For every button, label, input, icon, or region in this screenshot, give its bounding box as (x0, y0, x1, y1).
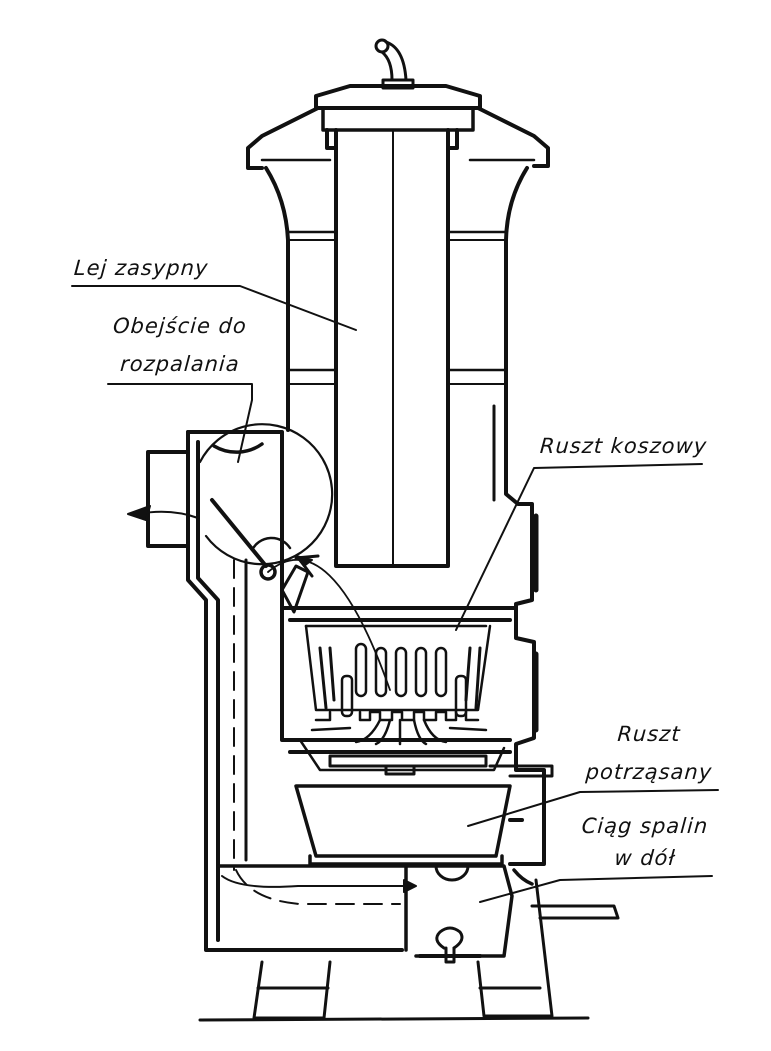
label-ciag-spalin-line2: w dół (613, 846, 677, 870)
label-ciag-spalin-line1: Ciąg spalin (580, 814, 710, 838)
combustion-chamber (280, 606, 518, 754)
label-obejscie-line1: Obejście do (112, 314, 248, 338)
lid-handle (374, 38, 415, 90)
outer-casing (264, 166, 546, 866)
leader-obejscie (107, 383, 253, 463)
downdraft-channel (216, 864, 534, 958)
label-ruszt-potrzasany-line1: Ruszt (616, 722, 682, 746)
flow-arrows (127, 505, 417, 905)
leader-lej-zasypny (71, 285, 357, 331)
label-obejscie-line2: rozpalania (119, 352, 241, 376)
basket-grate (304, 624, 492, 722)
lid (246, 84, 550, 170)
label-lej-zasypny: Lej zasypny (73, 256, 210, 280)
flue-outlet (146, 430, 404, 952)
leader-ruszt-potrzasany (467, 789, 719, 827)
feet (198, 878, 590, 1022)
shaking-grate (298, 718, 554, 778)
leader-lines (71, 285, 719, 903)
leader-ruszt-koszowy (455, 463, 703, 631)
label-ruszt-koszowy: Ruszt koszowy (539, 434, 709, 458)
bypass-damper (198, 423, 334, 614)
label-ruszt-potrzasany-line2: potrząsany (584, 760, 714, 784)
ash-pan (294, 784, 524, 866)
shaker-lever (530, 904, 620, 920)
feed-hopper (325, 128, 459, 568)
bottom-cleanout (418, 926, 482, 964)
leader-ciag-spalin (479, 875, 713, 903)
